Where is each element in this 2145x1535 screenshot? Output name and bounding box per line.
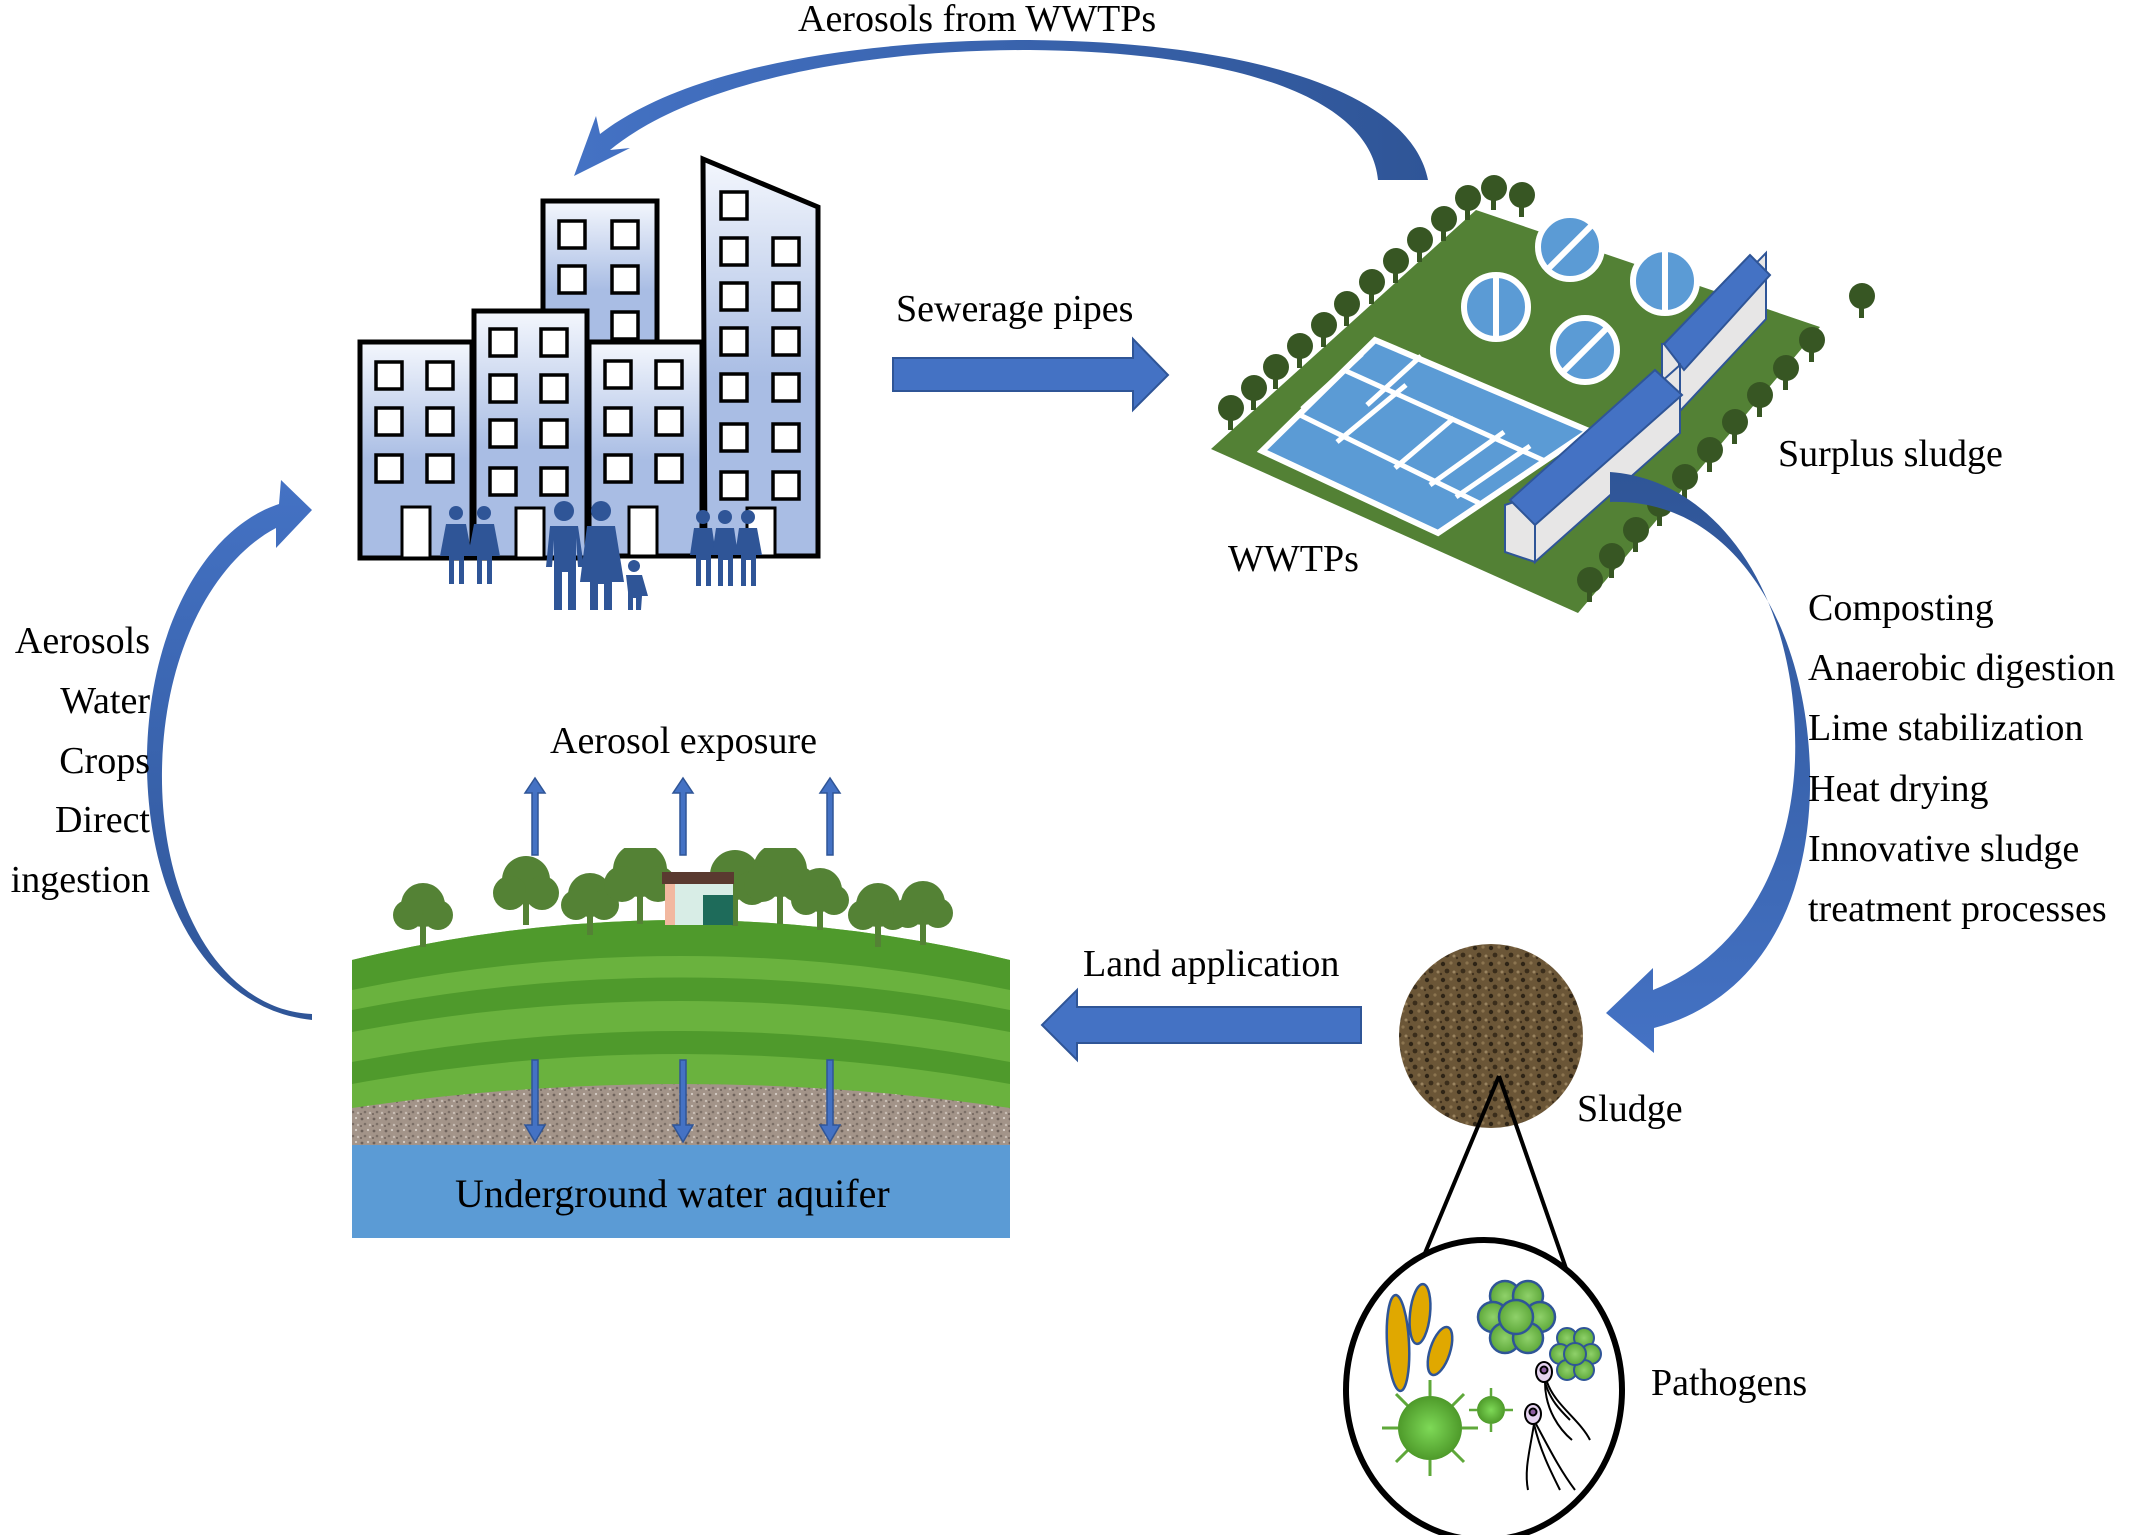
clarifier [1535,212,1605,282]
treatment-process-item: treatment processes [1808,888,2107,931]
people-icons [440,501,762,610]
sewerage-pipes-arrow [892,336,1170,413]
person-icon [580,501,624,610]
tree-icon [1218,395,1244,430]
leaching-arrows [523,1059,842,1144]
clarifier [1550,315,1620,385]
down-arrow-icon [671,1059,695,1144]
bacilli-icon [1385,1282,1454,1393]
exposure-route-item: ingestion [10,859,150,902]
tree-icon [1747,382,1773,417]
treatment-process-list: Composting Anaerobic digestion Lime stab… [1808,578,2115,939]
city-buildings [357,155,821,610]
tree-icon [1672,464,1698,499]
aerosol-exposure-arrows [523,776,842,856]
treatment-process-item: Composting [1808,587,1994,629]
building [700,155,821,559]
building [357,339,475,561]
exposure-routes-list: Aerosols Water Crops Direct ingestion [11,612,150,911]
person-icon [690,510,716,586]
treatment-process-item: Innovative sludge [1808,827,2080,870]
tree-row [1577,283,1875,602]
wwtps-label: WWTPs [1228,538,1359,580]
person-icon [546,501,584,610]
tree-icon [1773,355,1799,390]
treatment-process-item: Heat drying [1808,767,1989,810]
tree-icon [1431,206,1457,241]
sludge-sample [1399,944,1583,1128]
exposure-route-item: Water [60,679,150,722]
exposure-route-item: Direct [55,799,150,842]
tree-icon [791,868,849,930]
house-icon [662,872,734,925]
tree-row [1218,175,1535,430]
building [471,308,590,561]
tree-icon [1455,185,1481,220]
clarifier [1461,272,1531,342]
tree-icon [393,883,453,947]
land-application-arrow [1040,987,1362,1063]
aerosols-from-wwtps-label: Aerosols from WWTPs [798,0,1157,40]
treatment-process-item: Lime stabilization [1808,707,2084,750]
tree-icon [1697,437,1723,472]
up-arrow-icon [818,776,842,856]
pathogens-magnified [1343,1237,1625,1535]
sludge-label: Sludge [1577,1088,1683,1130]
aquifer-label: Underground water aquifer [455,1171,890,1216]
tree-icon [1509,182,1535,217]
tree-icon [1849,283,1875,318]
aeration-tanks [1256,336,1596,537]
tree-icon [1481,175,1507,210]
surplus-sludge-label: Surplus sludge [1778,433,2003,475]
up-arrow-icon [523,776,547,856]
sewerage-pipes-label: Sewerage pipes [896,288,1134,330]
virus-icon [1469,1388,1513,1432]
tree-icon [1383,248,1409,283]
cocci-cluster-icon [1549,1327,1602,1381]
tree-icon [1577,567,1603,602]
aerosol-exposure-label: Aerosol exposure [550,720,817,762]
sludge-building [1504,362,1684,565]
clarifier [1630,246,1700,316]
up-arrow-icon [671,776,695,856]
virus-icon [1382,1380,1478,1476]
wwtp-plant [1211,175,1875,613]
tree-icon [1407,227,1433,262]
flagellate-icon [1524,1361,1591,1491]
tree-icon [1334,291,1360,326]
tree-icon [1263,354,1289,389]
down-arrow-icon [523,1059,547,1144]
building [586,339,705,559]
tree-row [393,848,953,947]
person-icon [440,506,472,584]
exposure-route-item: Crops [59,739,150,782]
person-icon [735,510,762,586]
tree-icon [1799,327,1825,362]
surplus-sludge-arrow [1606,472,1811,1053]
tree-icon [1722,409,1748,444]
clarifier-tanks [1461,212,1700,385]
sludge-building [1661,250,1772,416]
exposure-routes-arrow [146,480,312,1020]
down-arrow-icon [818,1059,842,1144]
person-icon [468,506,500,584]
tree-icon [893,881,953,945]
tree-icon [1599,543,1625,578]
land-application-label: Land application [1083,943,1340,985]
tree-icon [1241,375,1267,410]
tree-icon [1287,333,1313,368]
tree-icon [1311,312,1337,347]
person-icon [712,510,738,586]
child-icon [626,560,648,610]
exposure-route-item: Aerosols [14,620,150,662]
tree-icon [1359,269,1385,304]
pathogens-label: Pathogens [1651,1362,1808,1404]
tree-icon [493,856,559,925]
treatment-process-item: Anaerobic digestion [1808,647,2116,690]
tree-icon [1623,517,1649,552]
cocci-cluster-icon [1476,1279,1557,1355]
